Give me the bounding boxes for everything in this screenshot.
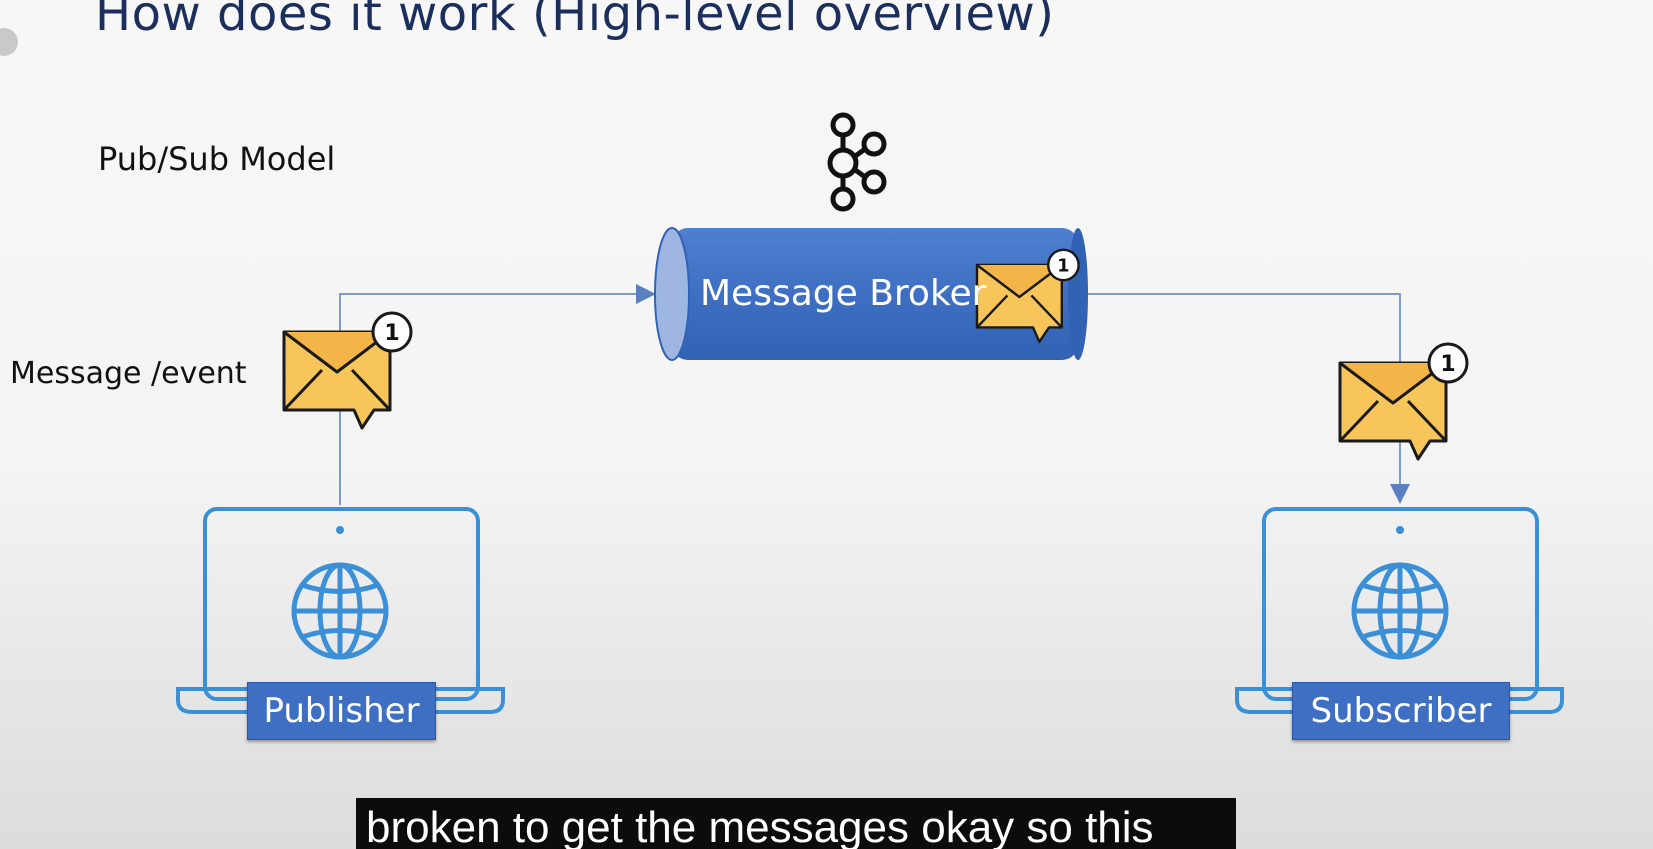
video-caption: broken to get the messages okay so this — [356, 798, 1236, 849]
publisher-tag: Publisher — [247, 682, 436, 740]
envelope-chat-icon: 1 — [282, 311, 413, 430]
subscriber-globe-icon — [1351, 562, 1449, 660]
message-event-label: Message /event — [10, 356, 247, 391]
subscriber-tag: Subscriber — [1292, 682, 1510, 740]
svg-text:1: 1 — [1440, 352, 1455, 377]
message-broker-label: Message Broker — [700, 273, 987, 314]
caption-text: broken to get the messages okay so this — [366, 803, 1154, 849]
kafka-logo-icon — [827, 112, 887, 212]
svg-text:1: 1 — [1057, 256, 1069, 276]
pubsub-model-label: Pub/Sub Model — [98, 140, 336, 178]
svg-text:1: 1 — [384, 321, 399, 346]
broker-envelope-icon: 1 — [975, 248, 1080, 343]
subscriber-envelope-icon: 1 — [1338, 342, 1469, 461]
slide-title: How does it work (High-level overview) — [95, 0, 1055, 42]
corner-dot — [0, 28, 18, 56]
publisher-globe-icon — [291, 562, 389, 660]
